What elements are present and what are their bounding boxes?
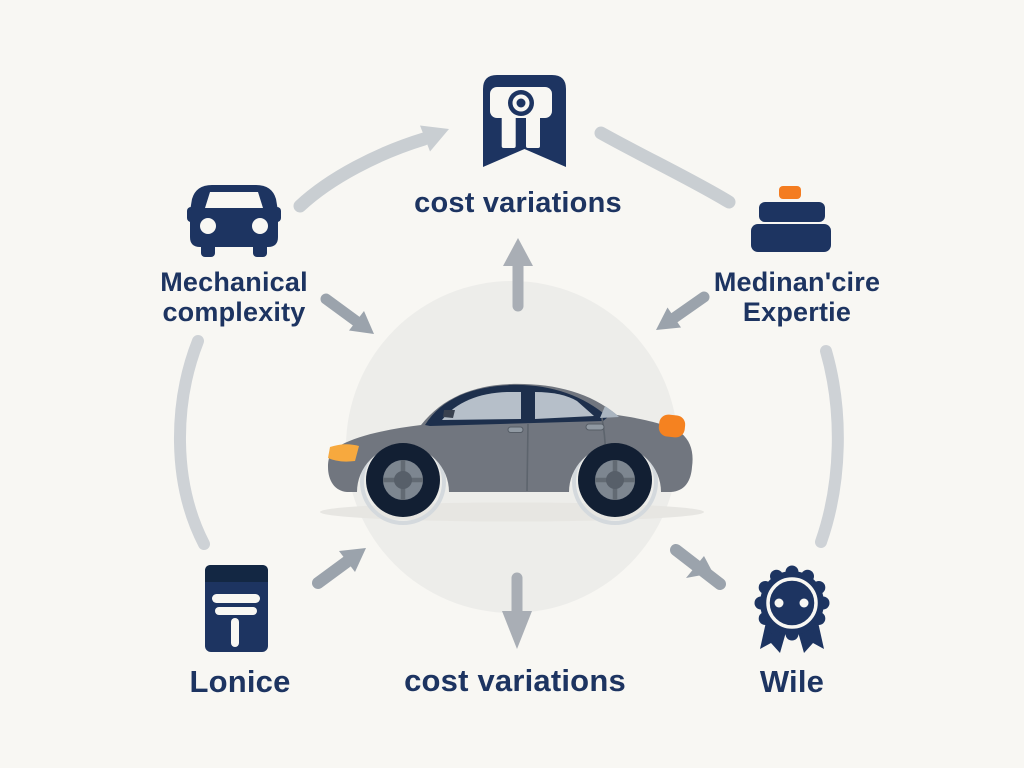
front-window [442, 392, 521, 420]
side-mirror [443, 410, 455, 418]
label-bottom-left: Lonice [189, 664, 291, 699]
label-bottom-right: Wile [759, 664, 825, 699]
front-door-handle [507, 426, 524, 433]
arrow-left-to-center [320, 293, 374, 334]
car-front-icon [187, 185, 281, 257]
down-arrow-icon [502, 572, 532, 649]
rear-door-handle [585, 423, 605, 431]
taillight [658, 414, 686, 438]
arc-top-right [594, 126, 736, 209]
label-left-line1: Mechanical [160, 267, 308, 297]
car-body [328, 383, 693, 492]
invoice-icon [205, 565, 268, 652]
front-wheel [366, 443, 440, 517]
ribbon-badge-icon [483, 75, 566, 167]
up-arrow-icon [503, 238, 533, 312]
arc-right [815, 345, 844, 548]
layer-stack-icon [751, 186, 831, 252]
arrow-bottomleft-to-center [312, 548, 366, 589]
label-right-line2: Expertie [742, 297, 852, 328]
arrow-right-to-center [656, 291, 710, 330]
arc-left [173, 335, 210, 550]
label-mechanic-expertise: Medinan'cire Expertie [687, 267, 907, 327]
quarter-window [600, 406, 619, 418]
rear-wheel [578, 443, 652, 517]
label-top-cost-variations: cost variations [414, 187, 622, 219]
arrow-center-to-bottomright [670, 544, 726, 590]
curved-arrow-top-left [293, 132, 431, 213]
label-mechanical-complexity: Mechanical complexity [124, 267, 344, 327]
label-right-line1: Medinan'cire [713, 267, 881, 297]
headlight [328, 444, 359, 462]
rear-window [535, 392, 594, 419]
curved-arrow-top-left-head [420, 125, 449, 152]
award-rosette-icon [754, 565, 830, 653]
label-left-line2: complexity [162, 297, 306, 328]
label-bottom-cost-variations: cost variations [404, 663, 626, 698]
car-side-illustration [320, 383, 704, 525]
